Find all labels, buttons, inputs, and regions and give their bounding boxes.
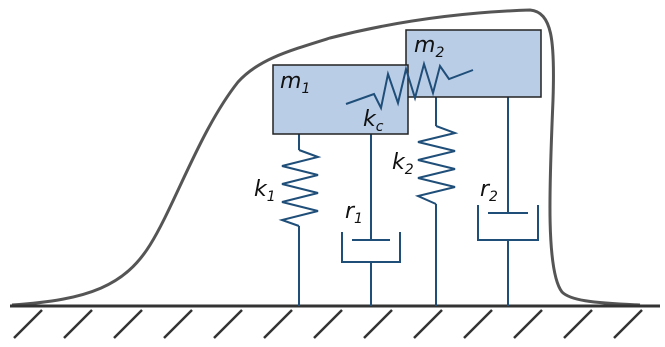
spring-k1 [278, 134, 322, 306]
label-m2: m2 [414, 33, 444, 61]
label-k1: k1 [254, 177, 276, 205]
damper-r2 [477, 97, 539, 306]
damper-r1 [341, 134, 401, 306]
label-m1: m1 [280, 69, 310, 97]
label-kc: kc [363, 107, 384, 135]
mass-m1-block [272, 64, 409, 135]
tissue-outline [11, 8, 641, 307]
mass-m2-block [405, 29, 542, 98]
spring-k2 [414, 97, 459, 306]
ground-hatching [13, 309, 643, 339]
label-k2: k2 [392, 150, 414, 178]
label-r1: r1 [345, 199, 363, 227]
label-r2: r2 [480, 177, 498, 205]
coupling-spring-kc [345, 60, 474, 112]
